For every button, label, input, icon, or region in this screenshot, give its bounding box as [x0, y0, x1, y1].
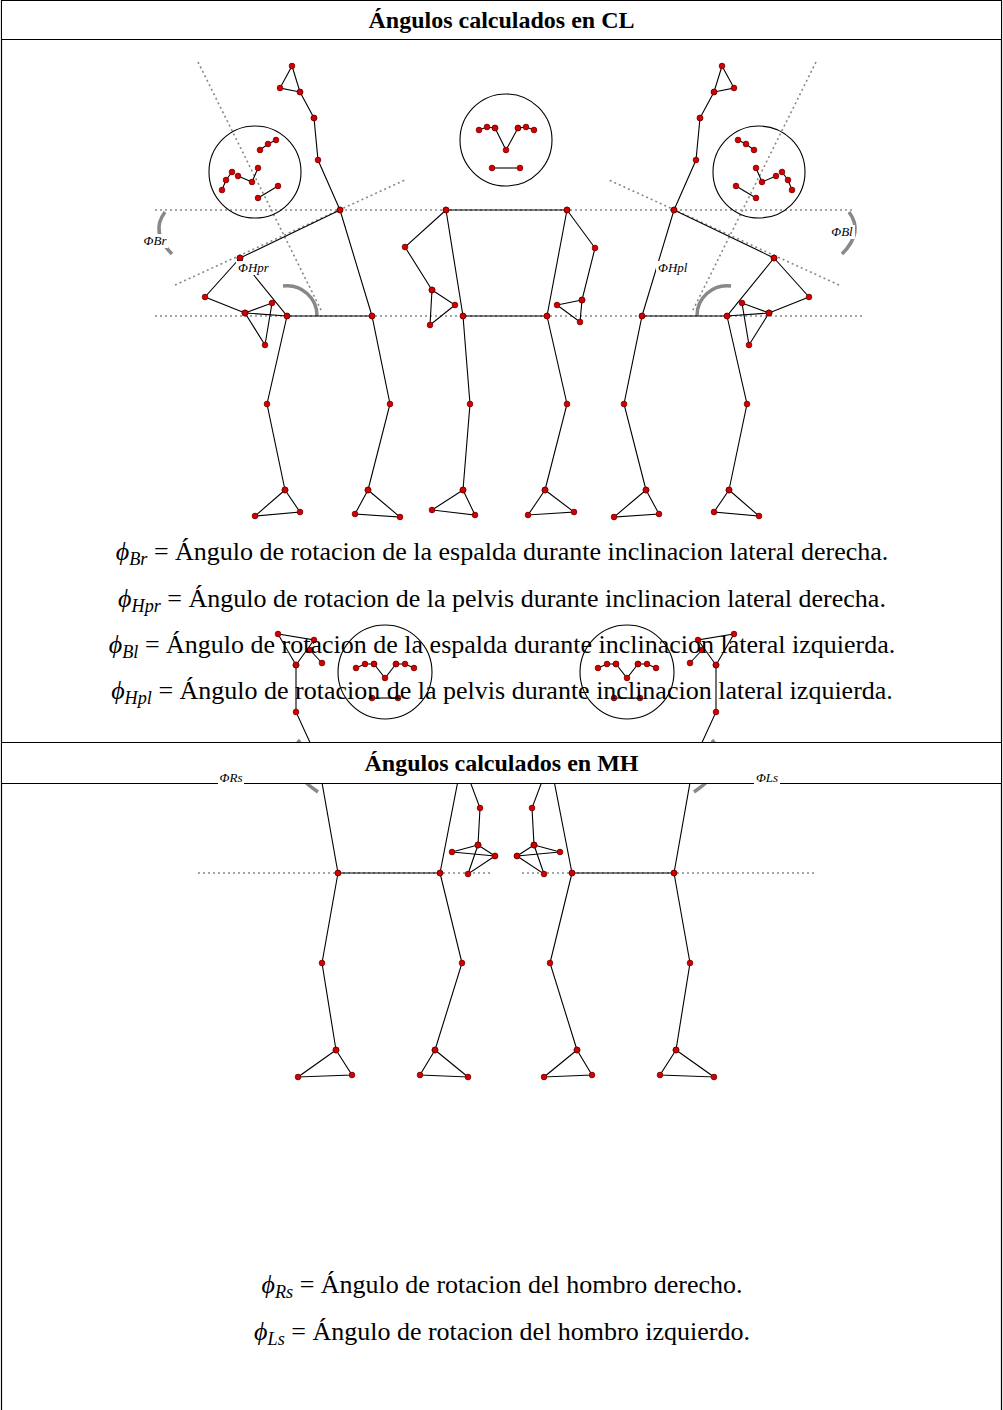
angle-definition: ϕRs = Ángulo de rotacion del hombro dere…	[262, 1271, 743, 1302]
angle-label: ΦLs	[754, 771, 780, 785]
angle-label: ΦBl	[829, 225, 854, 239]
angle-label: ΦBr	[142, 234, 169, 248]
section-header: Ángulos calculados en MH	[1, 742, 1002, 784]
angle-definition: ϕHpl = Ángulo de rotacion de la pelvis d…	[111, 677, 893, 708]
angle-label: ΦHpr	[236, 261, 271, 275]
angle-definition: ϕBr = Ángulo de rotacion de la espalda d…	[116, 538, 889, 569]
angle-label: ΦRs	[218, 771, 245, 785]
angle-label: ΦHpl	[656, 261, 689, 275]
header-text: Ángulos calculados en CL	[368, 7, 634, 34]
header-text: Ángulos calculados en MH	[364, 750, 638, 777]
section-header: Ángulos calculados en CL	[1, 0, 1002, 40]
angle-definition: ϕHpr = Ángulo de rotacion de la pelvis d…	[118, 585, 886, 616]
angle-definition: ϕBl = Ángulo de rotacion de la espalda d…	[109, 631, 895, 662]
angle-definition: ϕLs = Ángulo de rotacion del hombro izqu…	[254, 1318, 750, 1349]
